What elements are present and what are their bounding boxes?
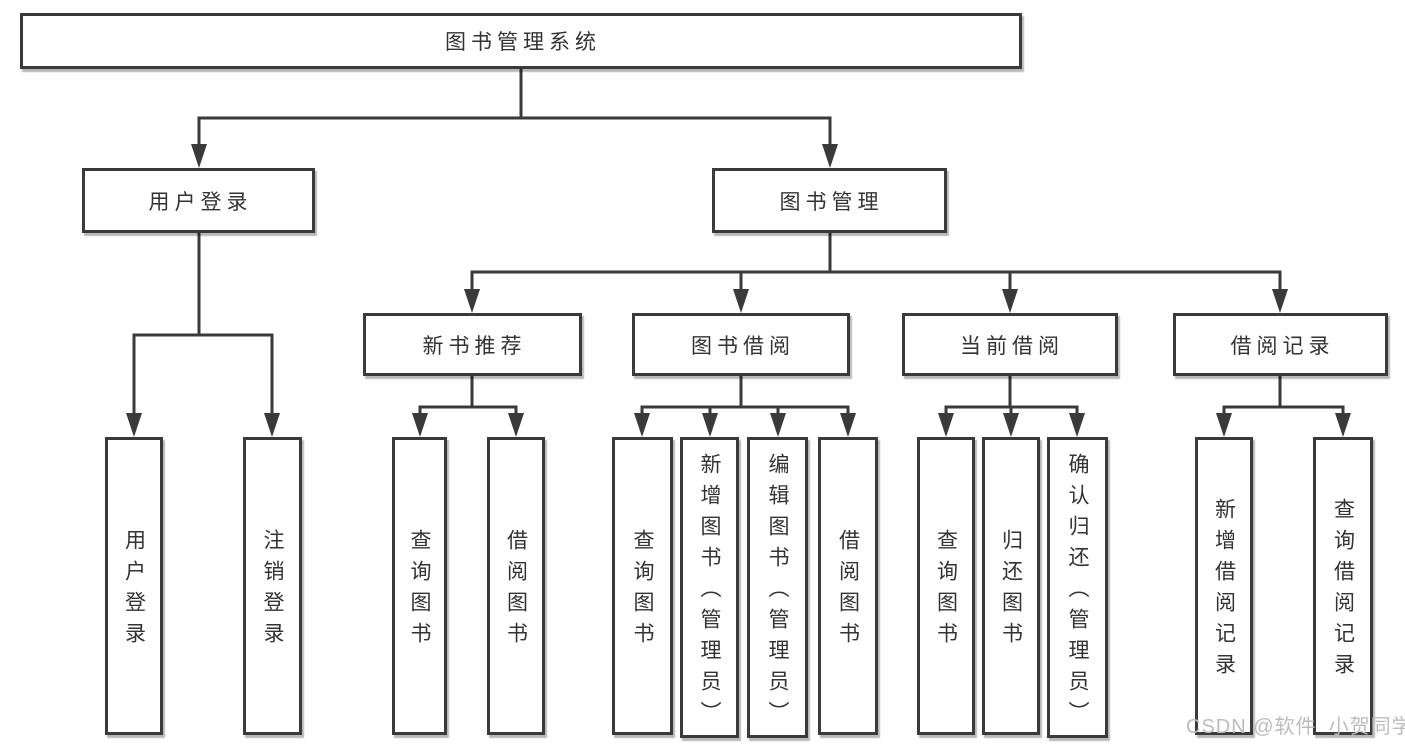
arrowhead-icon bbox=[191, 144, 207, 168]
node-current-borrow-label: 当前借阅 bbox=[960, 334, 1064, 358]
node-leaf-borrow-book-borrow-label: 借阅图书 bbox=[836, 529, 860, 653]
node-user-login: 用户登录 bbox=[82, 168, 315, 233]
node-leaf-query-book-newrec-label: 查询图书 bbox=[408, 529, 431, 653]
arrowhead-icon bbox=[1069, 413, 1085, 437]
node-leaf-query-book-borrow: 查询图书 bbox=[612, 437, 673, 735]
node-leaf-add-borrow-record-label: 新增借阅记录 bbox=[1212, 498, 1236, 684]
arrowhead-icon bbox=[702, 413, 718, 437]
node-leaf-query-borrow-record-label: 查询借阅记录 bbox=[1331, 498, 1355, 684]
node-leaf-borrow-book-borrow: 借阅图书 bbox=[818, 437, 878, 735]
node-book-management-label: 图书管理 bbox=[779, 190, 884, 214]
arrowhead-icon bbox=[1216, 413, 1232, 437]
connector-path bbox=[418, 374, 518, 423]
arrowhead-icon bbox=[126, 413, 142, 437]
node-leaf-query-borrow-record: 查询借阅记录 bbox=[1313, 437, 1373, 735]
node-leaf-add-book-admin: 新增图书（管理员） bbox=[680, 437, 739, 738]
node-leaf-query-book-newrec: 查询图书 bbox=[392, 437, 447, 735]
node-leaf-confirm-return-admin: 确认归还（管理员） bbox=[1047, 437, 1108, 738]
node-leaf-query-book-current: 查询图书 bbox=[917, 437, 975, 735]
arrowhead-icon bbox=[1002, 289, 1018, 313]
arrowhead-icon bbox=[634, 413, 650, 437]
node-new-book-recommend-label: 新书推荐 bbox=[422, 334, 527, 358]
arrowhead-icon bbox=[733, 289, 749, 313]
node-leaf-edit-book-admin-label: 编辑图书（管理员） bbox=[766, 453, 789, 732]
node-leaf-return-book-label: 归还图书 bbox=[999, 529, 1023, 653]
watermark: CSDN @软件_小贺同学 bbox=[1186, 716, 1405, 738]
connector-path bbox=[1222, 374, 1345, 423]
arrowhead-icon bbox=[840, 413, 856, 437]
node-root: 图书管理系统 bbox=[20, 13, 1022, 69]
node-user-login-label: 用户登录 bbox=[148, 190, 253, 214]
arrowhead-icon bbox=[508, 413, 524, 437]
arrowhead-icon bbox=[1335, 413, 1351, 437]
node-leaf-edit-book-admin: 编辑图书（管理员） bbox=[747, 437, 808, 738]
node-leaf-query-book-current-label: 查询图书 bbox=[934, 529, 958, 653]
connector-path bbox=[640, 374, 850, 423]
node-borrow-records: 借阅记录 bbox=[1173, 313, 1388, 376]
arrowhead-icon bbox=[1003, 413, 1019, 437]
node-leaf-user-login-label: 用户登录 bbox=[122, 529, 146, 653]
node-leaf-logout: 注销登录 bbox=[243, 437, 302, 735]
node-leaf-logout-label: 注销登录 bbox=[261, 529, 284, 653]
node-book-borrow-label: 图书借阅 bbox=[691, 334, 795, 358]
node-leaf-return-book: 归还图书 bbox=[982, 437, 1040, 735]
node-leaf-query-book-borrow-label: 查询图书 bbox=[631, 529, 654, 653]
node-leaf-add-book-admin-label: 新增图书（管理员） bbox=[698, 453, 721, 732]
node-current-borrow: 当前借阅 bbox=[902, 313, 1118, 376]
arrowhead-icon bbox=[412, 413, 428, 437]
node-leaf-borrow-book-newrec-label: 借阅图书 bbox=[504, 529, 528, 653]
node-leaf-add-borrow-record: 新增借阅记录 bbox=[1195, 437, 1253, 735]
node-borrow-records-label: 借阅记录 bbox=[1230, 334, 1335, 358]
node-leaf-borrow-book-newrec: 借阅图书 bbox=[487, 437, 545, 735]
node-book-management: 图书管理 bbox=[712, 168, 947, 233]
node-book-borrow: 图书借阅 bbox=[632, 313, 850, 376]
connector-path bbox=[470, 231, 1282, 299]
node-root-label: 图书管理系统 bbox=[445, 31, 601, 54]
node-leaf-confirm-return-admin-label: 确认归还（管理员） bbox=[1066, 453, 1089, 732]
connector-path bbox=[197, 67, 832, 154]
arrowhead-icon bbox=[1272, 289, 1288, 313]
arrowhead-icon bbox=[938, 413, 954, 437]
arrowhead-icon bbox=[464, 289, 480, 313]
node-new-book-recommend: 新书推荐 bbox=[363, 313, 582, 376]
connector-path bbox=[132, 231, 274, 423]
arrowhead-icon bbox=[822, 144, 838, 168]
arrowhead-icon bbox=[770, 413, 786, 437]
node-leaf-user-login: 用户登录 bbox=[105, 437, 163, 735]
arrowhead-icon bbox=[264, 413, 280, 437]
